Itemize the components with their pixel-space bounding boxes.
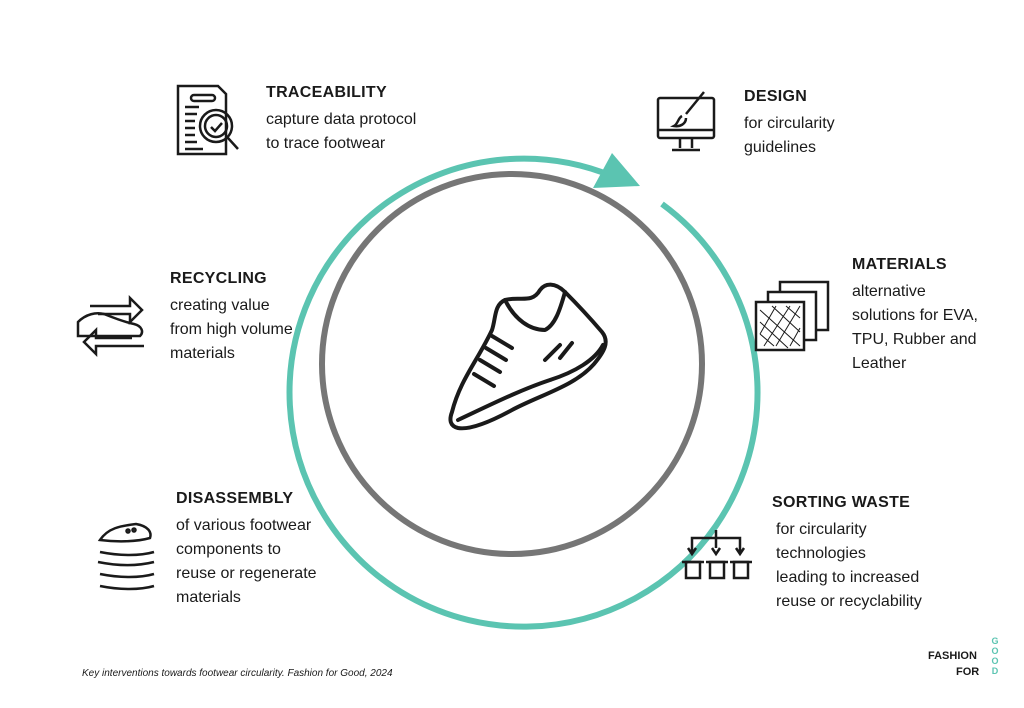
step-desc: of various footwear components to reuse … xyxy=(176,517,317,606)
logo-fashion: FASHION xyxy=(928,650,977,662)
step-title: RECYCLING xyxy=(170,270,267,287)
step-sorting-waste: SORTING WASTE for circularity technologi… xyxy=(772,494,922,614)
arrowhead xyxy=(593,153,640,188)
layered-shoe-icon xyxy=(97,522,155,591)
recycle-shoe-icon xyxy=(76,294,144,358)
step-design: DESIGN for circularity guidelines xyxy=(744,88,835,160)
step-disassembly: DISASSEMBLY of various footwear componen… xyxy=(176,490,317,610)
step-materials: MATERIALS alternative solutions for EVA,… xyxy=(852,256,978,376)
step-desc: for circularity guidelines xyxy=(744,115,835,156)
gray-inner-circle xyxy=(319,171,705,557)
step-recycling: RECYCLING creating value from high volum… xyxy=(170,270,293,366)
logo-good: GOOD xyxy=(990,636,1000,676)
step-desc: capture data protocol to trace footwear xyxy=(266,111,417,152)
step-title: DISASSEMBLY xyxy=(176,490,294,507)
document-magnifier-icon xyxy=(176,84,239,156)
step-title: DESIGN xyxy=(744,88,808,105)
step-title: MATERIALS xyxy=(852,256,947,273)
logo-for: FOR xyxy=(956,666,980,678)
step-traceability: TRACEABILITY capture data protocol to tr… xyxy=(266,84,416,156)
step-desc: alternative solutions for EVA, TPU, Rubb… xyxy=(852,283,978,372)
step-desc: creating value from high volume material… xyxy=(170,297,293,362)
step-title: TRACEABILITY xyxy=(266,84,387,101)
sneaker-icon xyxy=(448,282,608,431)
monitor-brush-icon xyxy=(656,91,716,152)
caption: Key interventions towards footwear circu… xyxy=(82,668,393,679)
fashion-for-good-logo: FASHION FOR GOOD xyxy=(928,632,1004,688)
material-swatches-icon xyxy=(754,280,830,352)
teal-cycle-arrow xyxy=(286,155,761,630)
step-desc: for circularity technologies leading to … xyxy=(776,521,922,610)
sorting-bins-icon xyxy=(682,530,752,580)
step-title: SORTING WASTE xyxy=(772,494,911,511)
